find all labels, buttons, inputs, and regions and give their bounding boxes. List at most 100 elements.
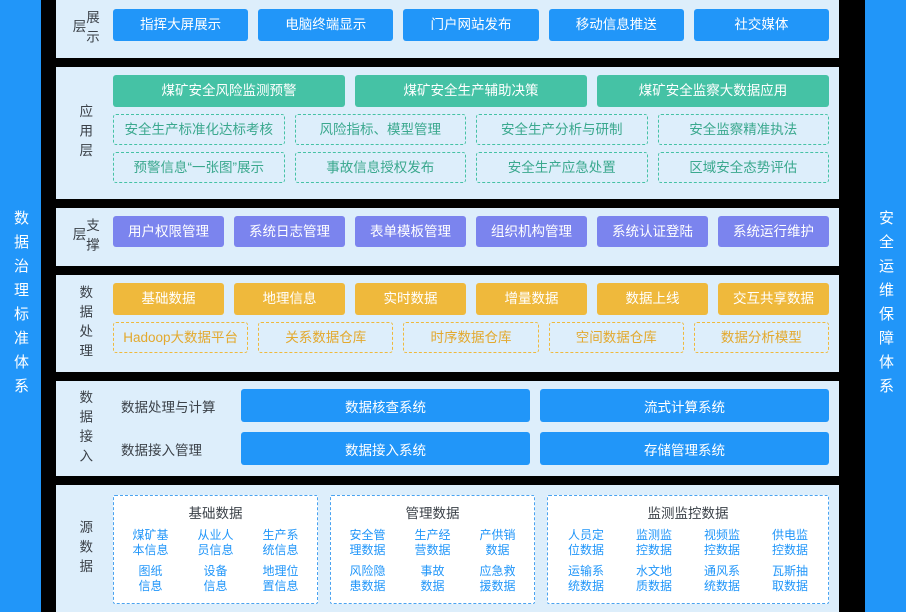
source-item-line2: 营数据	[414, 543, 451, 557]
access-row-1-label: 数据接入管理	[121, 442, 202, 458]
source-item-line1: 通风系	[703, 564, 740, 578]
layer-processing-label: 数据处理	[77, 284, 93, 363]
application-row3-1[interactable]: 事故信息授权发布	[294, 152, 466, 183]
source-item[interactable]: 产供销 数据	[465, 527, 530, 559]
source-item[interactable]: 地理位 置信息	[248, 563, 313, 595]
source-group-basic-row-0: 煤矿基 本信息 从业人 员信息 生产系 统信息	[118, 527, 313, 559]
processing-row2-2[interactable]: 时序数据仓库	[403, 322, 539, 353]
layer-application-body: 煤矿安全风险监测预警 煤矿安全生产辅助决策 煤矿安全监察大数据应用 安全生产标准…	[113, 67, 839, 199]
display-item-1[interactable]: 电脑终端显示	[258, 9, 394, 41]
access-row-1-box-1[interactable]: 存储管理系统	[540, 432, 829, 465]
source-item-line1: 图纸	[138, 564, 163, 578]
processing-row2-3[interactable]: 空间数据仓库	[548, 322, 684, 353]
source-item[interactable]: 瓦斯抽 取数据	[756, 563, 824, 595]
application-row2-2[interactable]: 安全生产分析与研制	[476, 114, 648, 145]
support-item-4[interactable]: 系统认证登陆	[597, 216, 708, 247]
source-item[interactable]: 风险隐 患数据	[335, 563, 400, 595]
access-row-0-box-0[interactable]: 数据核查系统	[241, 389, 530, 422]
processing-row1-2[interactable]: 实时数据	[355, 283, 466, 315]
layer-support-body: 用户权限管理 系统日志管理 表单模板管理 组织机构管理 系统认证登陆 系统运行维…	[113, 208, 839, 266]
processing-row1-5[interactable]: 交互共享数据	[718, 283, 829, 315]
source-item-line2: 位数据	[567, 543, 604, 557]
display-row: 指挥大屏展示 电脑终端显示 门户网站发布 移动信息推送 社交媒体	[113, 9, 830, 41]
layer-display-label: 展示层	[70, 9, 100, 49]
source-item-line1: 地理位	[262, 564, 299, 578]
application-row-3: 预警信息“一张图”展示 事故信息授权发布 安全生产应急处置 区域安全态势评估	[113, 152, 829, 183]
source-group-monitoring: 监测监控数据 人员定 位数据 监测监 控数据 视频监	[547, 495, 829, 604]
processing-row1-0[interactable]: 基础数据	[113, 283, 224, 315]
support-item-5[interactable]: 系统运行维护	[718, 216, 829, 247]
source-group-basic-row-1: 图纸 信息 设备 信息 地理位 置信息	[118, 563, 313, 595]
application-row3-2[interactable]: 安全生产应急处置	[476, 152, 648, 183]
application-row-2: 安全生产标准化达标考核 风险指标、模型管理 安全生产分析与研制 安全监察精准执法	[113, 114, 829, 145]
processing-row1-3[interactable]: 增量数据	[476, 283, 587, 315]
right-rail-security-ops: 安全运维保障体系	[865, 0, 906, 612]
right-divider	[839, 0, 865, 612]
support-item-1[interactable]: 系统日志管理	[234, 216, 345, 247]
application-primary-row: 煤矿安全风险监测预警 煤矿安全生产辅助决策 煤矿安全监察大数据应用	[113, 75, 829, 107]
source-item-line2: 员信息	[197, 543, 234, 557]
source-group-monitoring-row-1: 运输系 统数据 水文地 质数据 通风系 统数据	[552, 563, 824, 595]
layer-application-label: 应用层	[77, 103, 93, 163]
source-item[interactable]: 监测监 控数据	[620, 527, 688, 559]
processing-row2-0[interactable]: Hadoop大数据平台	[113, 322, 249, 353]
access-row-1-box-0[interactable]: 数据接入系统	[241, 432, 530, 465]
right-rail-label: 安全运维保障体系	[877, 210, 894, 402]
source-item[interactable]: 运输系 统数据	[552, 563, 620, 595]
application-primary-2[interactable]: 煤矿安全监察大数据应用	[597, 75, 829, 107]
support-item-3[interactable]: 组织机构管理	[476, 216, 587, 247]
source-item[interactable]: 煤矿基 本信息	[118, 527, 183, 559]
display-item-0[interactable]: 指挥大屏展示	[113, 9, 249, 41]
source-item[interactable]: 应急救 援数据	[465, 563, 530, 595]
application-row3-0[interactable]: 预警信息“一张图”展示	[113, 152, 285, 183]
support-item-2[interactable]: 表单模板管理	[355, 216, 466, 247]
application-row2-3[interactable]: 安全监察精准执法	[657, 114, 829, 145]
layer-display: 展示层 指挥大屏展示 电脑终端显示 门户网站发布 移动信息推送 社交媒体	[56, 0, 839, 58]
source-item[interactable]: 通风系 统数据	[688, 563, 756, 595]
layer-access: 数据接入 数据处理与计算 数据核查系统 流式计算系统 数据接入管理 数据接入系统…	[56, 381, 839, 476]
source-item[interactable]: 从业人 员信息	[183, 527, 248, 559]
application-primary-0[interactable]: 煤矿安全风险监测预警	[113, 75, 345, 107]
processing-row-2: Hadoop大数据平台 关系数据仓库 时序数据仓库 空间数据仓库 数据分析模型	[113, 322, 830, 353]
display-item-3[interactable]: 移动信息推送	[548, 9, 684, 41]
source-item-line1: 风险隐	[349, 564, 386, 578]
support-item-0[interactable]: 用户权限管理	[113, 216, 224, 247]
source-item[interactable]: 生产经 营数据	[400, 527, 465, 559]
source-item-line2: 患数据	[349, 579, 386, 593]
source-group-monitoring-row-0: 人员定 位数据 监测监 控数据 视频监 控数据	[552, 527, 824, 559]
application-primary-1[interactable]: 煤矿安全生产辅助决策	[355, 75, 587, 107]
processing-row2-1[interactable]: 关系数据仓库	[258, 322, 394, 353]
source-groups: 基础数据 煤矿基 本信息 从业人 员信息 生产系	[113, 495, 829, 604]
processing-row1-4[interactable]: 数据上线	[597, 283, 708, 315]
layer-access-body: 数据处理与计算 数据核查系统 流式计算系统 数据接入管理 数据接入系统 存储管理…	[113, 381, 839, 476]
display-item-2[interactable]: 门户网站发布	[403, 9, 539, 41]
source-item[interactable]: 设备 信息	[183, 563, 248, 595]
layer-processing: 数据处理 基础数据 地理信息 实时数据 增量数据 数据上线 交互共享数据 Had…	[56, 275, 839, 372]
source-item-line1: 供电监	[771, 528, 808, 542]
application-row2-1[interactable]: 风险指标、模型管理	[294, 114, 466, 145]
processing-row1-1[interactable]: 地理信息	[234, 283, 345, 315]
source-item[interactable]: 水文地 质数据	[620, 563, 688, 595]
application-row3-3[interactable]: 区域安全态势评估	[657, 152, 829, 183]
source-item-line2: 理数据	[349, 543, 386, 557]
source-item[interactable]: 人员定 位数据	[552, 527, 620, 559]
source-item-line2: 统数据	[567, 579, 604, 593]
source-item[interactable]: 事故 数据	[400, 563, 465, 595]
source-item[interactable]: 安全管 理数据	[335, 527, 400, 559]
layer-support: 支撑层 用户权限管理 系统日志管理 表单模板管理 组织机构管理 系统认证登陆 系…	[56, 208, 839, 266]
layer-support-label: 支撑层	[70, 217, 100, 257]
access-row-0-label: 数据处理与计算	[121, 399, 216, 415]
processing-row-1: 基础数据 地理信息 实时数据 增量数据 数据上线 交互共享数据	[113, 283, 829, 315]
left-divider	[41, 0, 56, 612]
application-row2-0[interactable]: 安全生产标准化达标考核	[113, 114, 285, 145]
processing-row2-4[interactable]: 数据分析模型	[693, 322, 830, 353]
source-item-line2: 置信息	[262, 579, 299, 593]
source-item[interactable]: 生产系 统信息	[248, 527, 313, 559]
layer-stack: 展示层 指挥大屏展示 电脑终端显示 门户网站发布 移动信息推送 社交媒体 应用层…	[56, 0, 839, 612]
access-row-0-box-1[interactable]: 流式计算系统	[540, 389, 829, 422]
source-item[interactable]: 图纸 信息	[118, 563, 183, 595]
source-item-line2: 数据	[420, 579, 445, 593]
source-item[interactable]: 视频监 控数据	[688, 527, 756, 559]
source-item[interactable]: 供电监 控数据	[756, 527, 824, 559]
display-item-4[interactable]: 社交媒体	[693, 9, 830, 41]
